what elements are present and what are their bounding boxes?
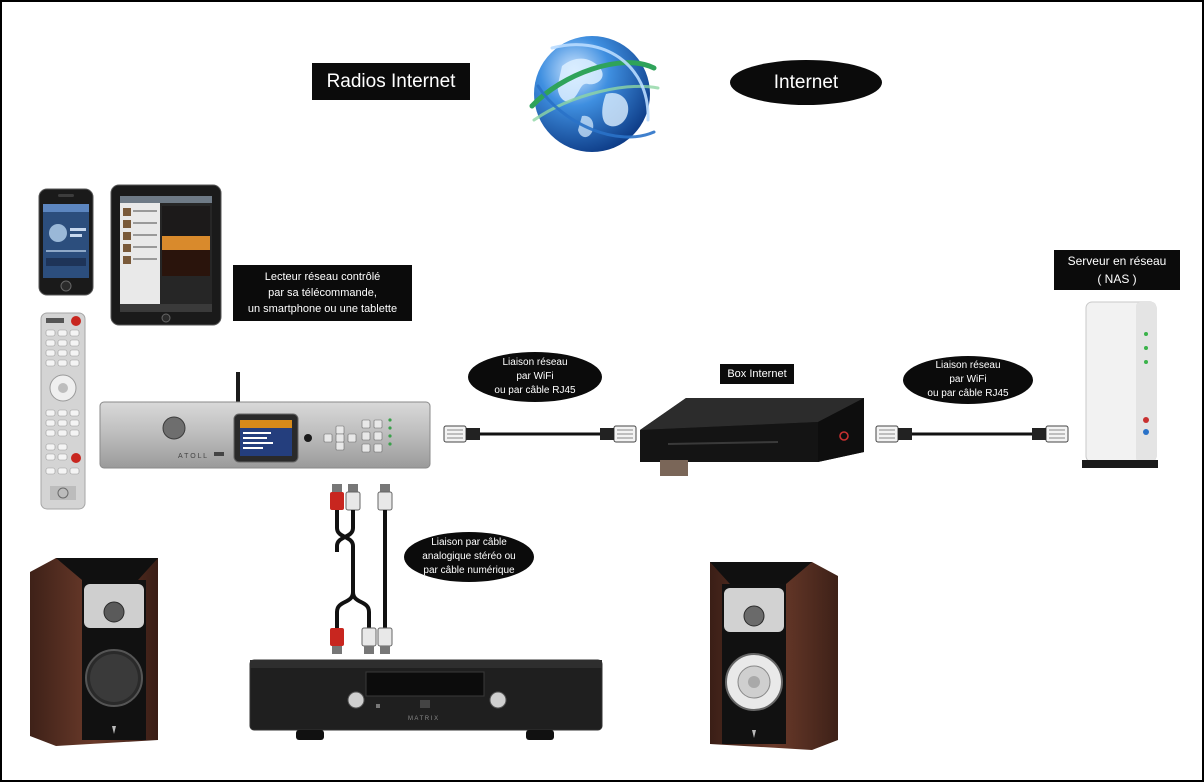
network-player-icon: A T O L L: [99, 372, 431, 469]
nas-label-line-2: ( NAS ): [1097, 272, 1137, 286]
svg-text:M A T R I X: M A T R I X: [408, 716, 438, 722]
rca-cable-icon: [330, 484, 393, 654]
player-caption-line-3: un smartphone ou une tablette: [247, 303, 398, 315]
speaker-icon: [30, 558, 158, 746]
player-caption: Lecteur réseau contrôlé par sa télécomma…: [233, 265, 412, 321]
tablet-icon: [110, 184, 222, 326]
player-caption-line-2: par sa télécommande,: [268, 287, 377, 299]
link-right-line-3: ou par câble RJ45: [927, 388, 1009, 399]
globe-icon: [529, 36, 660, 152]
internet-box-icon: [640, 398, 864, 476]
radios-internet-label: Radios Internet: [312, 63, 470, 100]
link-left-line-2: par WiFi: [516, 371, 554, 382]
internet-label: Internet: [730, 60, 882, 105]
smartphone-icon: [38, 188, 94, 296]
link-left-label: Liaison réseau par WiFi ou par câble RJ4…: [468, 352, 602, 402]
link-left-line-3: ou par câble RJ45: [494, 385, 576, 396]
rj45-plug-icon: [875, 425, 912, 443]
nas-label: Serveur en réseau ( NAS ): [1054, 250, 1180, 290]
box-internet-text: Box Internet: [727, 368, 787, 380]
speaker-icon: [710, 562, 838, 750]
player-caption-line-1: Lecteur réseau contrôlé: [264, 271, 381, 283]
rj45-cable-right: [875, 425, 1069, 443]
link-right-line-1: Liaison réseau: [935, 360, 1001, 371]
link-analog-label: Liaison par câble analogique stéréo ou p…: [404, 532, 534, 582]
rj45-plug-icon: [443, 425, 480, 443]
link-right-line-2: par WiFi: [949, 374, 987, 385]
link-left-line-1: Liaison réseau: [502, 357, 568, 368]
remote-control-icon: [40, 312, 86, 510]
svg-text:A T O L L: A T O L L: [178, 453, 207, 460]
link-analog-line-1: Liaison par câble: [431, 537, 507, 548]
rj45-plug-icon: [1032, 425, 1069, 443]
link-analog-line-2: analogique stéréo ou: [422, 551, 516, 562]
box-internet-label: Box Internet: [720, 364, 794, 384]
nas-label-line-1: Serveur en réseau: [1067, 254, 1167, 268]
link-analog-line-3: par câble numérique: [423, 565, 515, 576]
link-right-label: Liaison réseau par WiFi ou par câble RJ4…: [903, 356, 1033, 404]
internet-text: Internet: [773, 71, 839, 93]
amplifier-icon: M A T R I X: [249, 659, 603, 740]
radios-internet-text: Radios Internet: [326, 70, 456, 92]
rj45-cable-left: [443, 425, 637, 443]
nas-server-icon: [1082, 301, 1158, 468]
rj45-plug-icon: [600, 425, 637, 443]
